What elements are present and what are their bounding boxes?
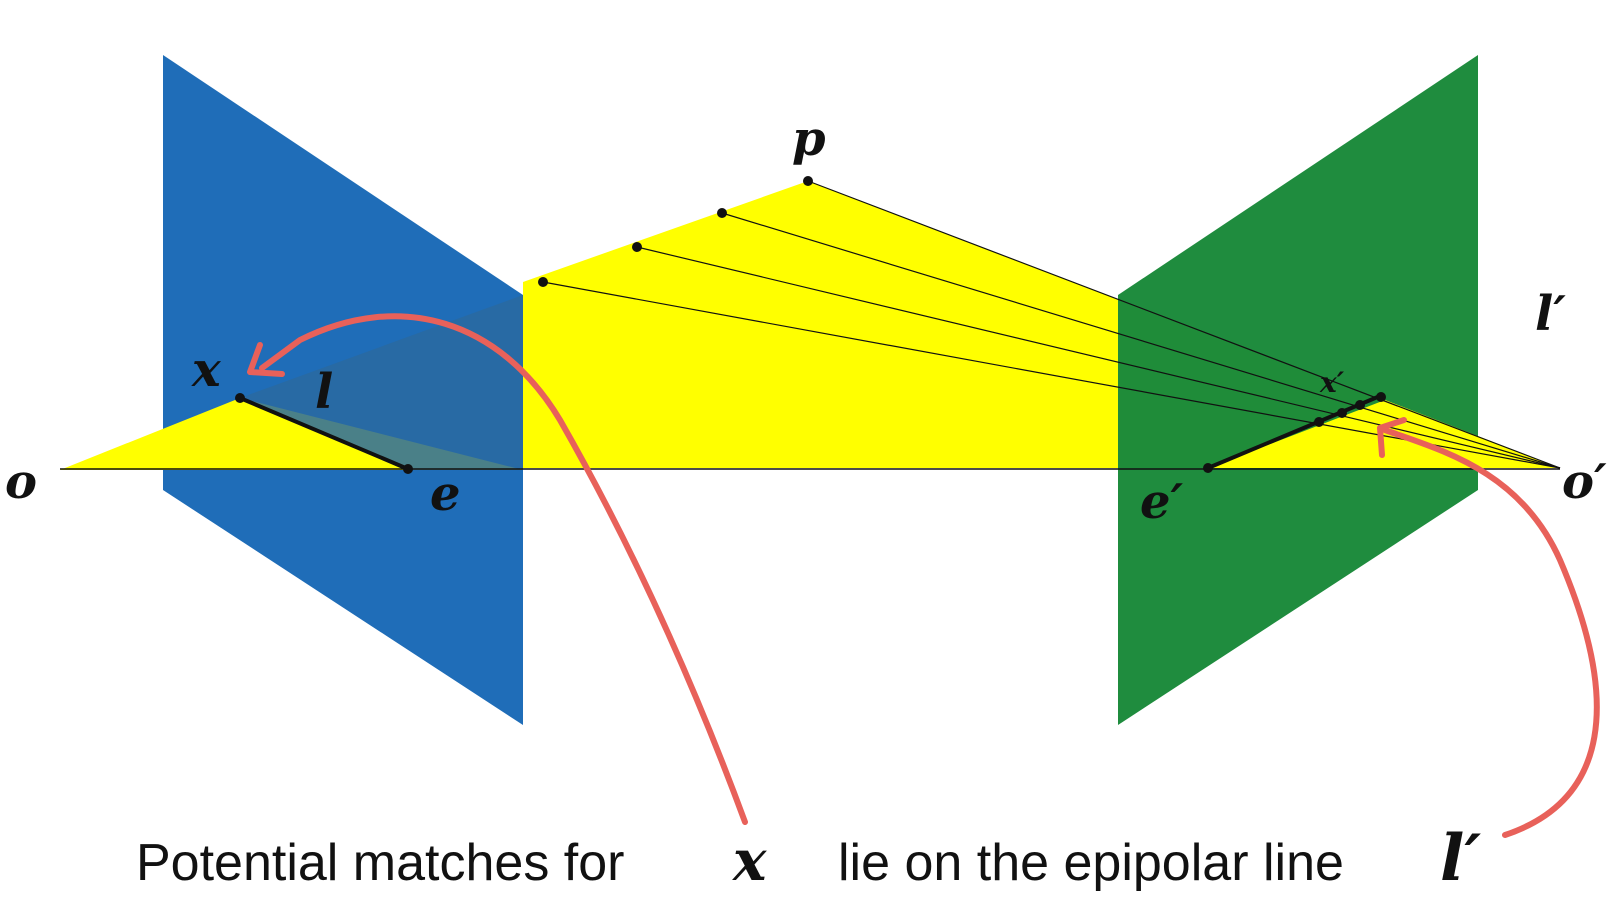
epipolar-line-l-prime	[1207, 394, 1381, 470]
label-x: x	[191, 342, 222, 398]
right-epipolar-triangle	[1208, 400, 1560, 468]
annotation-arrows	[247, 313, 1600, 838]
projection-rays	[542, 180, 1561, 469]
arrow-to-x-head	[247, 342, 285, 377]
candidate-points	[235, 176, 1386, 474]
label-o-prime: o′	[1562, 454, 1607, 510]
right-image-plane	[1118, 55, 1478, 725]
label-e: e	[430, 466, 461, 522]
caption-symbol-x: x	[732, 828, 767, 894]
caption-part1: Potential matches for	[136, 834, 624, 892]
caption-part2: lie on the epipolar line	[838, 834, 1344, 892]
label-e-prime: e′	[1140, 474, 1184, 530]
arrow-to-x	[259, 313, 748, 825]
caption-symbol-l: l′	[1440, 821, 1481, 896]
label-p: p	[792, 111, 826, 167]
label-x-prime: x′	[1319, 366, 1345, 399]
arrow-to-x-prime-head	[1377, 417, 1407, 458]
epipolar-line-l	[239, 396, 409, 471]
label-l-prime: l′	[1535, 286, 1566, 342]
label-l: l	[315, 364, 333, 420]
arrow-to-x-prime	[1382, 427, 1600, 838]
label-o: o	[5, 454, 37, 510]
